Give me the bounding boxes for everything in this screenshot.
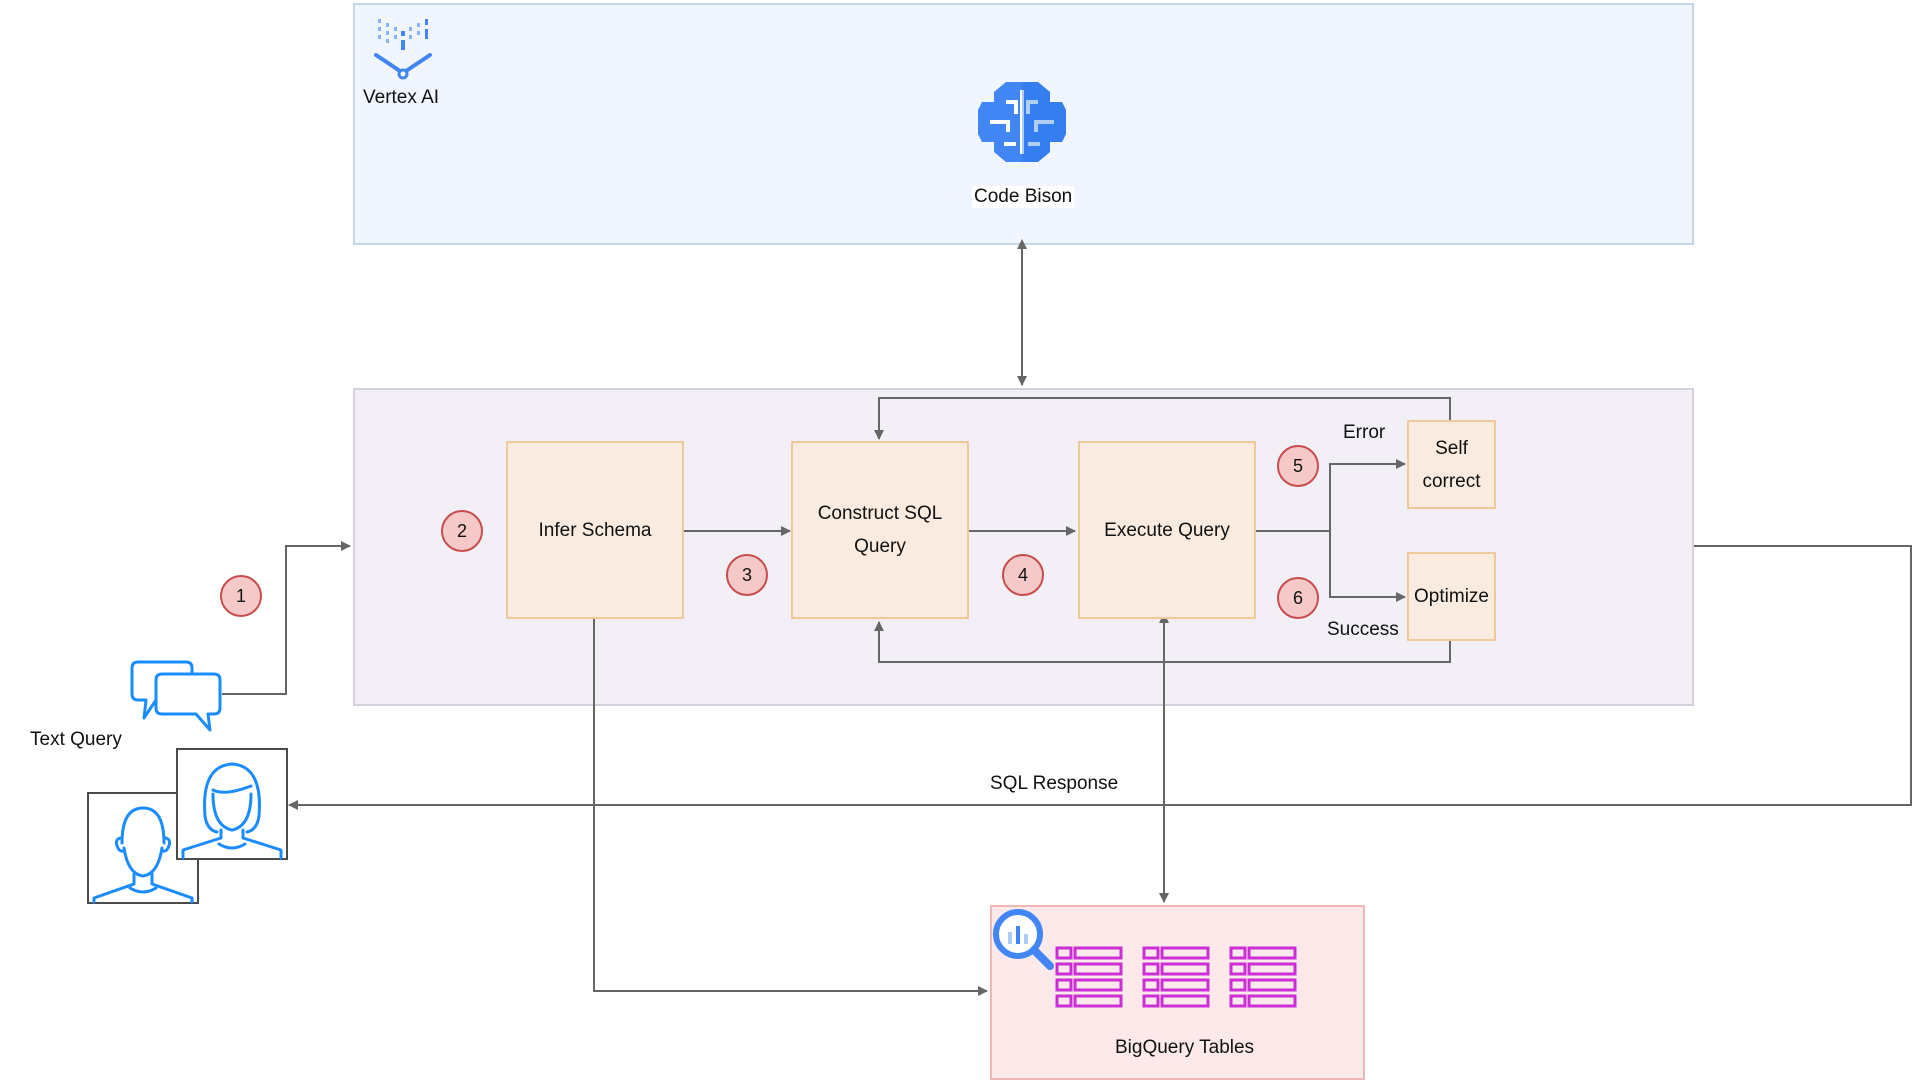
- optimize-box: Optimize: [1407, 552, 1496, 641]
- self-correct-loop-arrow: [874, 397, 1451, 440]
- construct-sql-box: Construct SQL Query: [791, 441, 969, 619]
- error-label: Error: [1343, 422, 1386, 443]
- step-badge-4: 4: [1002, 554, 1044, 596]
- self-correct-label-line1: Self: [1435, 437, 1468, 459]
- construct-sql-label-line1: Construct SQL: [817, 503, 943, 524]
- execute-query-label: Execute Query: [1104, 519, 1230, 541]
- table-icon: [1142, 946, 1210, 1008]
- table-icon: [1229, 946, 1297, 1008]
- code-bison-label: Code Bison: [972, 186, 1075, 208]
- step-badge-5: 5: [1277, 445, 1319, 487]
- text-query-arrow: [222, 541, 351, 695]
- sql-response-arrow: [288, 545, 1912, 810]
- execute-query-box: Execute Query: [1078, 441, 1256, 619]
- text-query-label: Text Query: [30, 729, 122, 750]
- vertex-ai-label: Vertex AI: [363, 87, 440, 108]
- bigquery-tables-label: BigQuery Tables: [1115, 1037, 1255, 1058]
- step-badge-2: 2: [441, 510, 483, 552]
- infer-to-bigquery-arrow: [593, 618, 988, 996]
- construct-sql-label-line2: Query: [854, 536, 906, 557]
- avatar-female-icon: [176, 748, 288, 860]
- self-correct-label-line2: correct: [1422, 470, 1481, 492]
- step-badge-6: 6: [1277, 577, 1319, 619]
- optimize-label: Optimize: [1414, 586, 1489, 607]
- self-correct-box: Self correct: [1407, 420, 1496, 509]
- chat-bubbles-icon: [130, 660, 222, 732]
- step-badge-1: 1: [220, 575, 262, 617]
- success-label: Success: [1327, 619, 1399, 640]
- table-icon: [1055, 946, 1123, 1008]
- brain-icon: [978, 82, 1066, 162]
- vertex-ai-icon: [374, 19, 432, 80]
- infer-schema-box: Infer Schema: [506, 441, 684, 619]
- sql-response-label: SQL Response: [990, 773, 1119, 794]
- infer-schema-label: Infer Schema: [538, 519, 652, 541]
- step-badge-3: 3: [726, 554, 768, 596]
- execute-to-optimize-arrow: [1329, 531, 1406, 602]
- bigquery-icon: [993, 909, 1054, 970]
- execute-to-self-correct-arrow: [1255, 459, 1406, 532]
